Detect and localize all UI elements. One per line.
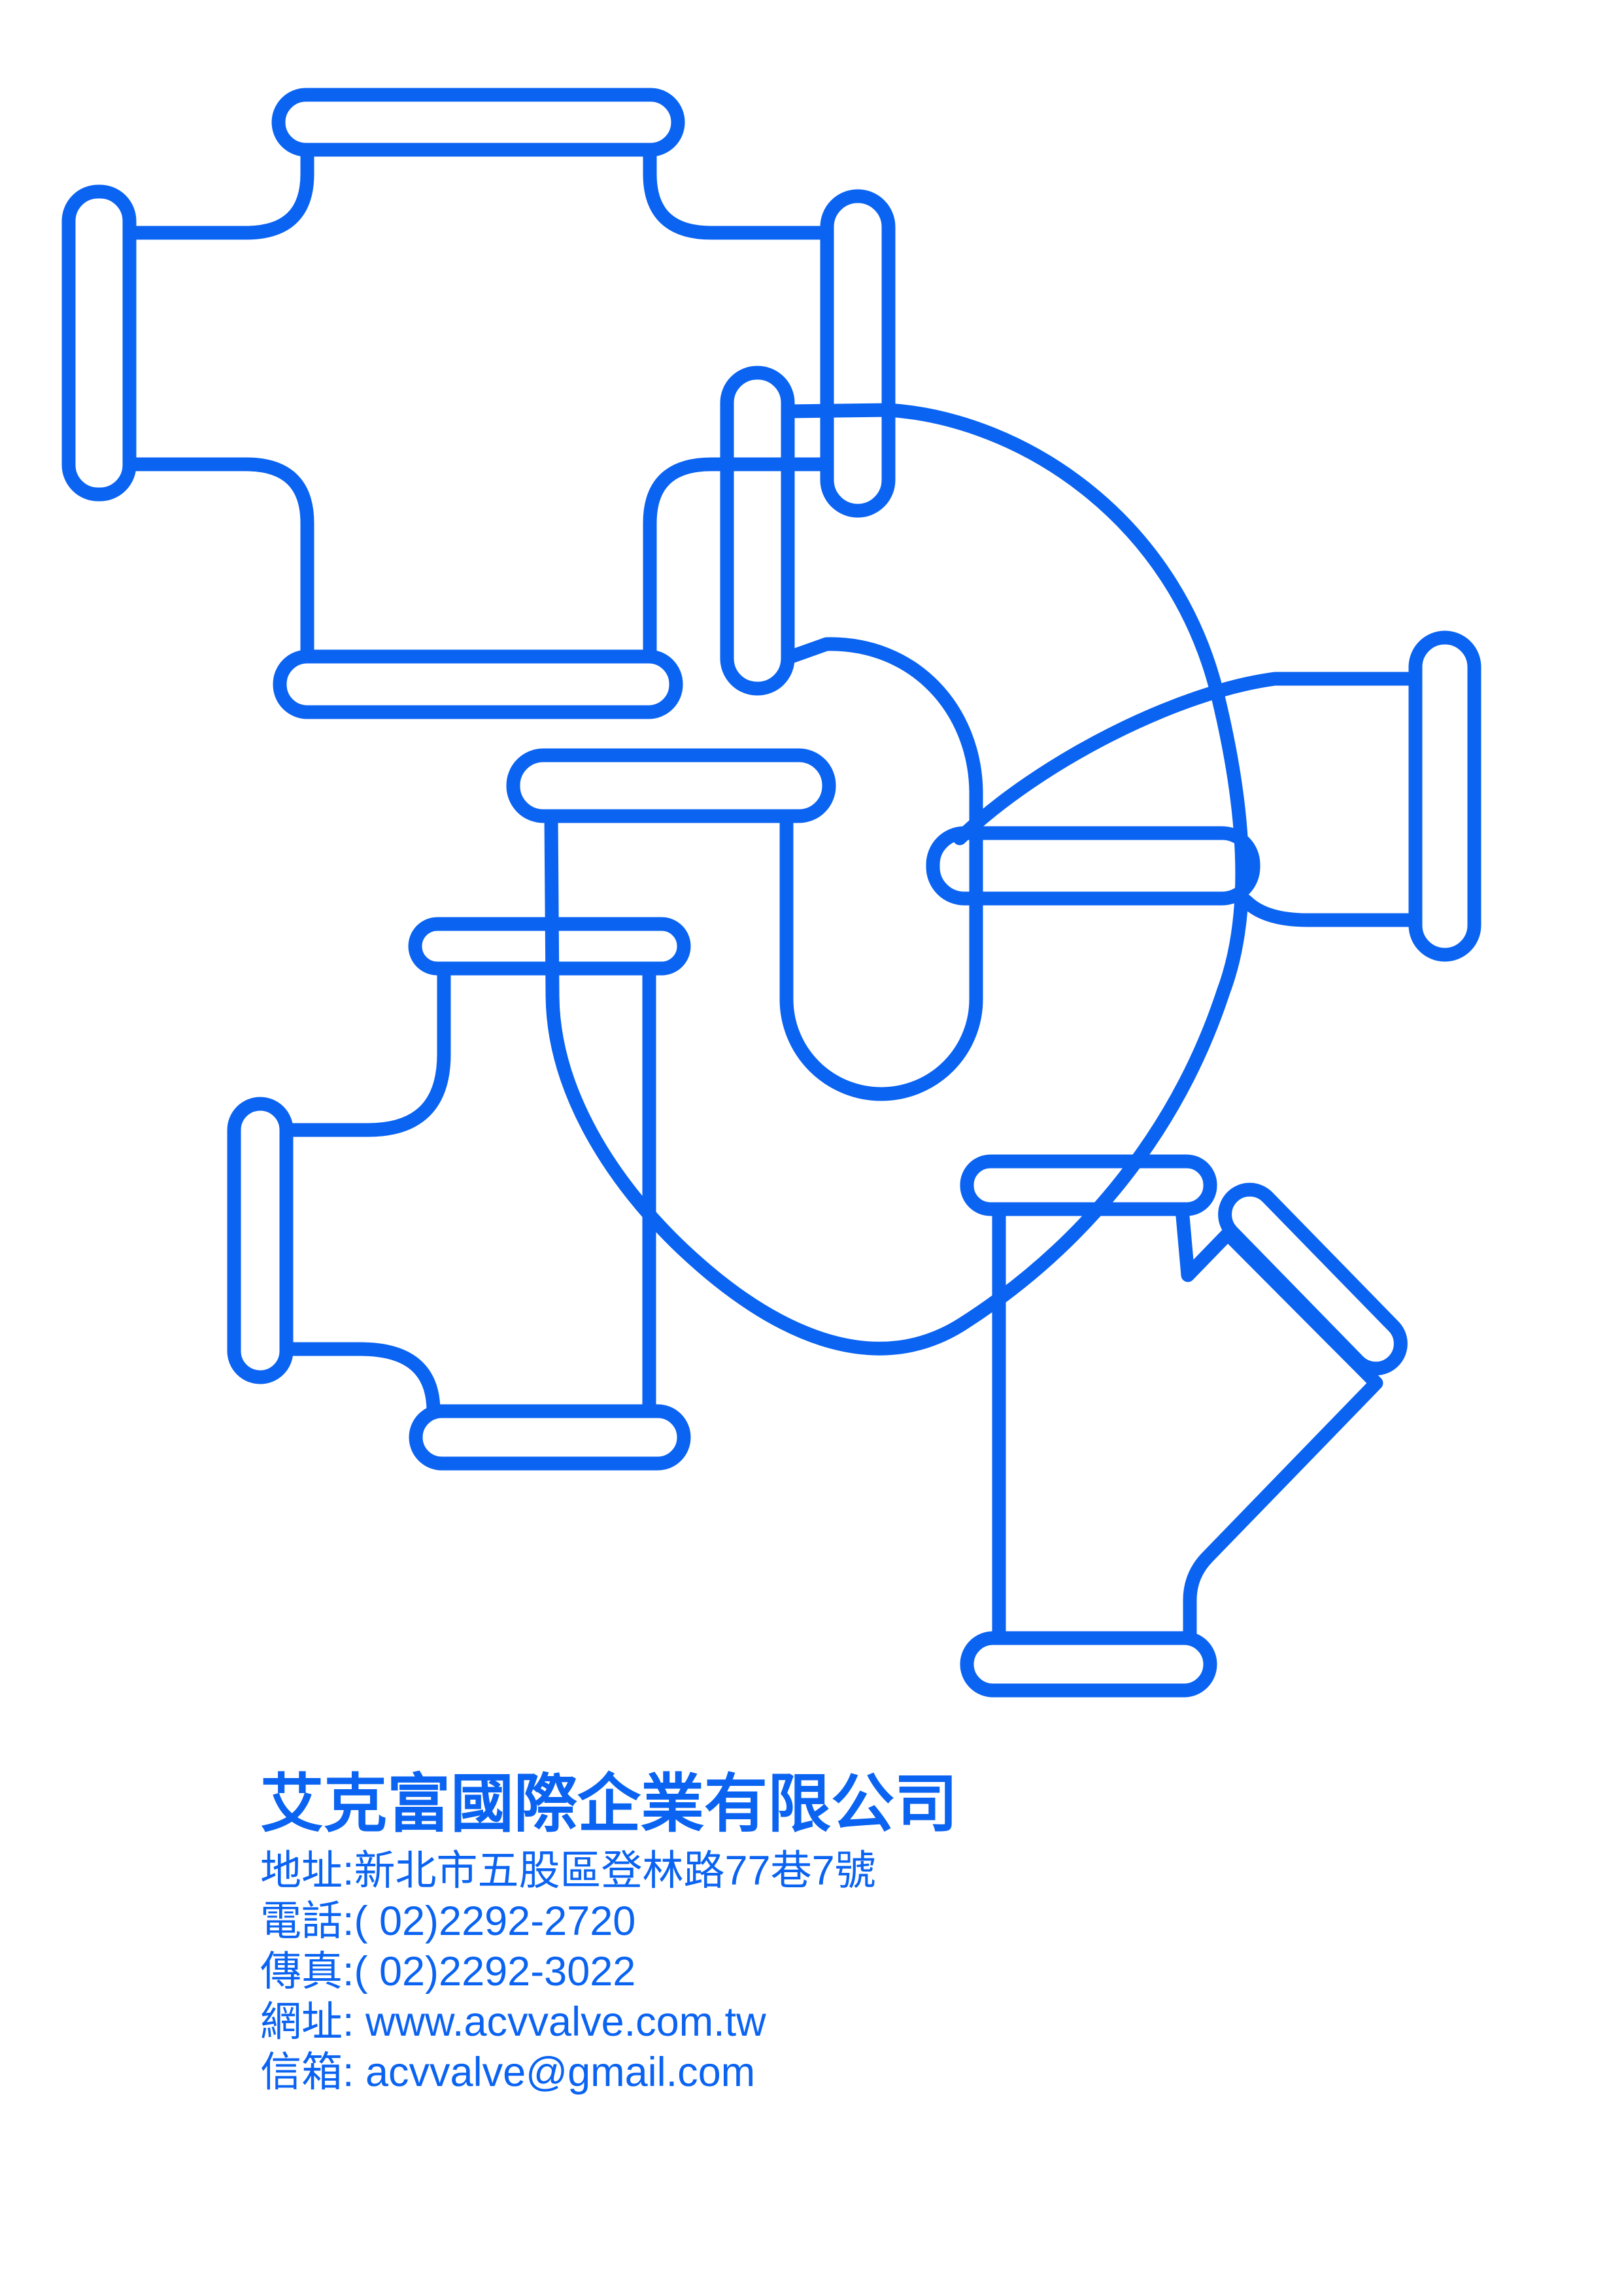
tee-left-flange [227,1097,294,1384]
cross-top-flange [271,88,685,157]
company-name: 艾克富國際企業有限公司 [260,1768,958,1840]
company-address: 地址:新北市五股區登林路77巷7號 [260,1847,876,1894]
tee-bottom-flange [409,1404,691,1471]
tee-top-flange [408,917,691,976]
cross-right-flange [820,189,896,518]
cross-fitting-icon [61,88,896,719]
company-website: 網址: www.acvvalve.com.tw [260,1998,766,2045]
p-trap-fitting-icon [506,366,1249,1356]
elbow-right-flange [1408,630,1481,962]
cross-bottom-flange [273,649,683,719]
cross-left-flange [61,184,137,502]
company-phone: 電話:( 02)2292-2720 [260,1898,636,1944]
elbow-outer-edge [953,672,1423,846]
elbow-inner-edge [1239,894,1423,927]
wye-fitting-icon [960,1154,1408,1698]
tee-body [279,961,656,1418]
wye-branch-flange [1218,1182,1408,1376]
wye-body [992,1202,1383,1645]
company-email: 信箱: acvvalve@gmail.com [260,2049,756,2095]
company-info-block: 艾克富國際企業有限公司 地址:新北市五股區登林路77巷7號 電話:( 02)22… [260,1768,958,2098]
p-trap-outlet-flange [506,748,836,823]
p-trap-inlet-flange [720,366,795,696]
wye-bottom-flange [960,1631,1217,1698]
elbow-fitting-icon [926,630,1481,962]
p-trap-inner-edge [779,637,983,1101]
elbow-bottom-flange [926,826,1260,906]
company-contact-lines: 地址:新北市五股區登林路77巷7號 電話:( 02)2292-2720 傳真:(… [260,1846,958,2098]
wye-top-flange [960,1154,1217,1216]
company-fax: 傳真:( 02)2292-3022 [260,1948,636,1994]
tee-fitting-icon [227,917,691,1471]
